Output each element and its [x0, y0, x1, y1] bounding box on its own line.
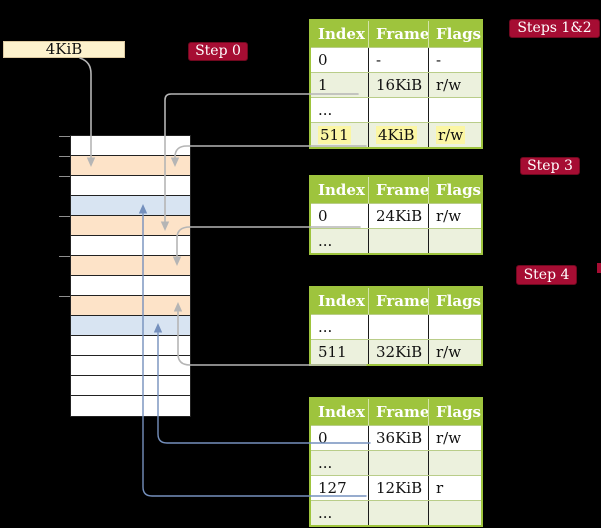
memory-scale-tick — [59, 136, 70, 137]
column-header: Frame — [368, 288, 428, 314]
table-row: 0 36KiB r/w — [311, 425, 481, 450]
page-table-level-1: Index Frame Flags 0 36KiB r/w ... 127 12… — [309, 397, 483, 527]
table-header-row: Index Frame Flags — [311, 288, 481, 314]
table-row: ... — [311, 500, 481, 525]
table-row: ... — [311, 450, 481, 475]
memory-frame-row — [71, 156, 190, 176]
table-header-row: Index Frame Flags — [311, 177, 481, 203]
steps-1-2-label: Steps 1&2 — [509, 19, 600, 38]
memory-frame-row — [71, 176, 190, 196]
memory-frame-row — [71, 316, 190, 336]
table-row: ... — [311, 228, 481, 253]
memory-scale-tick — [59, 216, 70, 217]
memory-frame-row — [71, 336, 190, 356]
table-row-highlighted: 511 4KiB r/w — [311, 122, 481, 147]
memory-scale-tick — [59, 256, 70, 257]
memory-frame-row — [71, 256, 190, 276]
memory-frame-row — [71, 236, 190, 256]
memory-frame-row — [71, 356, 190, 376]
table-row: ... — [311, 97, 481, 122]
table-row: 1 16KiB r/w — [311, 72, 481, 97]
column-header: Index — [318, 25, 365, 43]
memory-scale-tick — [59, 176, 70, 177]
memory-frame-row — [71, 396, 190, 416]
highlighted-value: r/w — [436, 126, 466, 144]
memory-scale-tick — [59, 156, 70, 157]
step-4-label: Step 4 — [516, 265, 577, 285]
cr3-frame-box: 4KiB — [3, 41, 125, 58]
column-header: Frame — [368, 177, 428, 203]
table-header-row: Index Frame Flags — [311, 21, 481, 47]
column-header: Flags — [428, 399, 481, 425]
column-header: Flags — [428, 177, 481, 203]
column-header: Index — [318, 292, 365, 310]
memory-frame-row — [71, 196, 190, 216]
column-header: Flags — [428, 21, 481, 47]
page-table-steps-1-2: Index Frame Flags 0 - - 1 16KiB r/w ... … — [309, 19, 483, 149]
column-header: Flags — [428, 288, 481, 314]
clipped-label-fragment — [597, 263, 601, 273]
column-header: Index — [318, 181, 365, 199]
step-3-label: Step 3 — [520, 157, 580, 175]
table-row: 511 32KiB r/w — [311, 339, 481, 364]
highlighted-value: 4KiB — [376, 126, 417, 144]
memory-frame-row — [71, 136, 190, 156]
column-header: Frame — [368, 399, 428, 425]
step-0-label: Step 0 — [188, 42, 248, 61]
page-table-step-4: Index Frame Flags ... 511 32KiB r/w — [309, 286, 483, 366]
physical-memory-column — [70, 135, 191, 417]
table-row: ... — [311, 314, 481, 339]
table-row: 0 24KiB r/w — [311, 203, 481, 228]
column-header: Index — [318, 403, 365, 421]
column-header: Frame — [368, 21, 428, 47]
memory-frame-row — [71, 276, 190, 296]
memory-frame-row — [71, 216, 190, 236]
memory-frame-row — [71, 376, 190, 396]
highlighted-value: 511 — [318, 126, 351, 144]
memory-scale-tick — [59, 296, 70, 297]
page-table-step-3: Index Frame Flags 0 24KiB r/w ... — [309, 175, 483, 255]
table-row: 0 - - — [311, 47, 481, 72]
table-header-row: Index Frame Flags — [311, 399, 481, 425]
memory-frame-row — [71, 296, 190, 316]
table-row: 127 12KiB r — [311, 475, 481, 500]
